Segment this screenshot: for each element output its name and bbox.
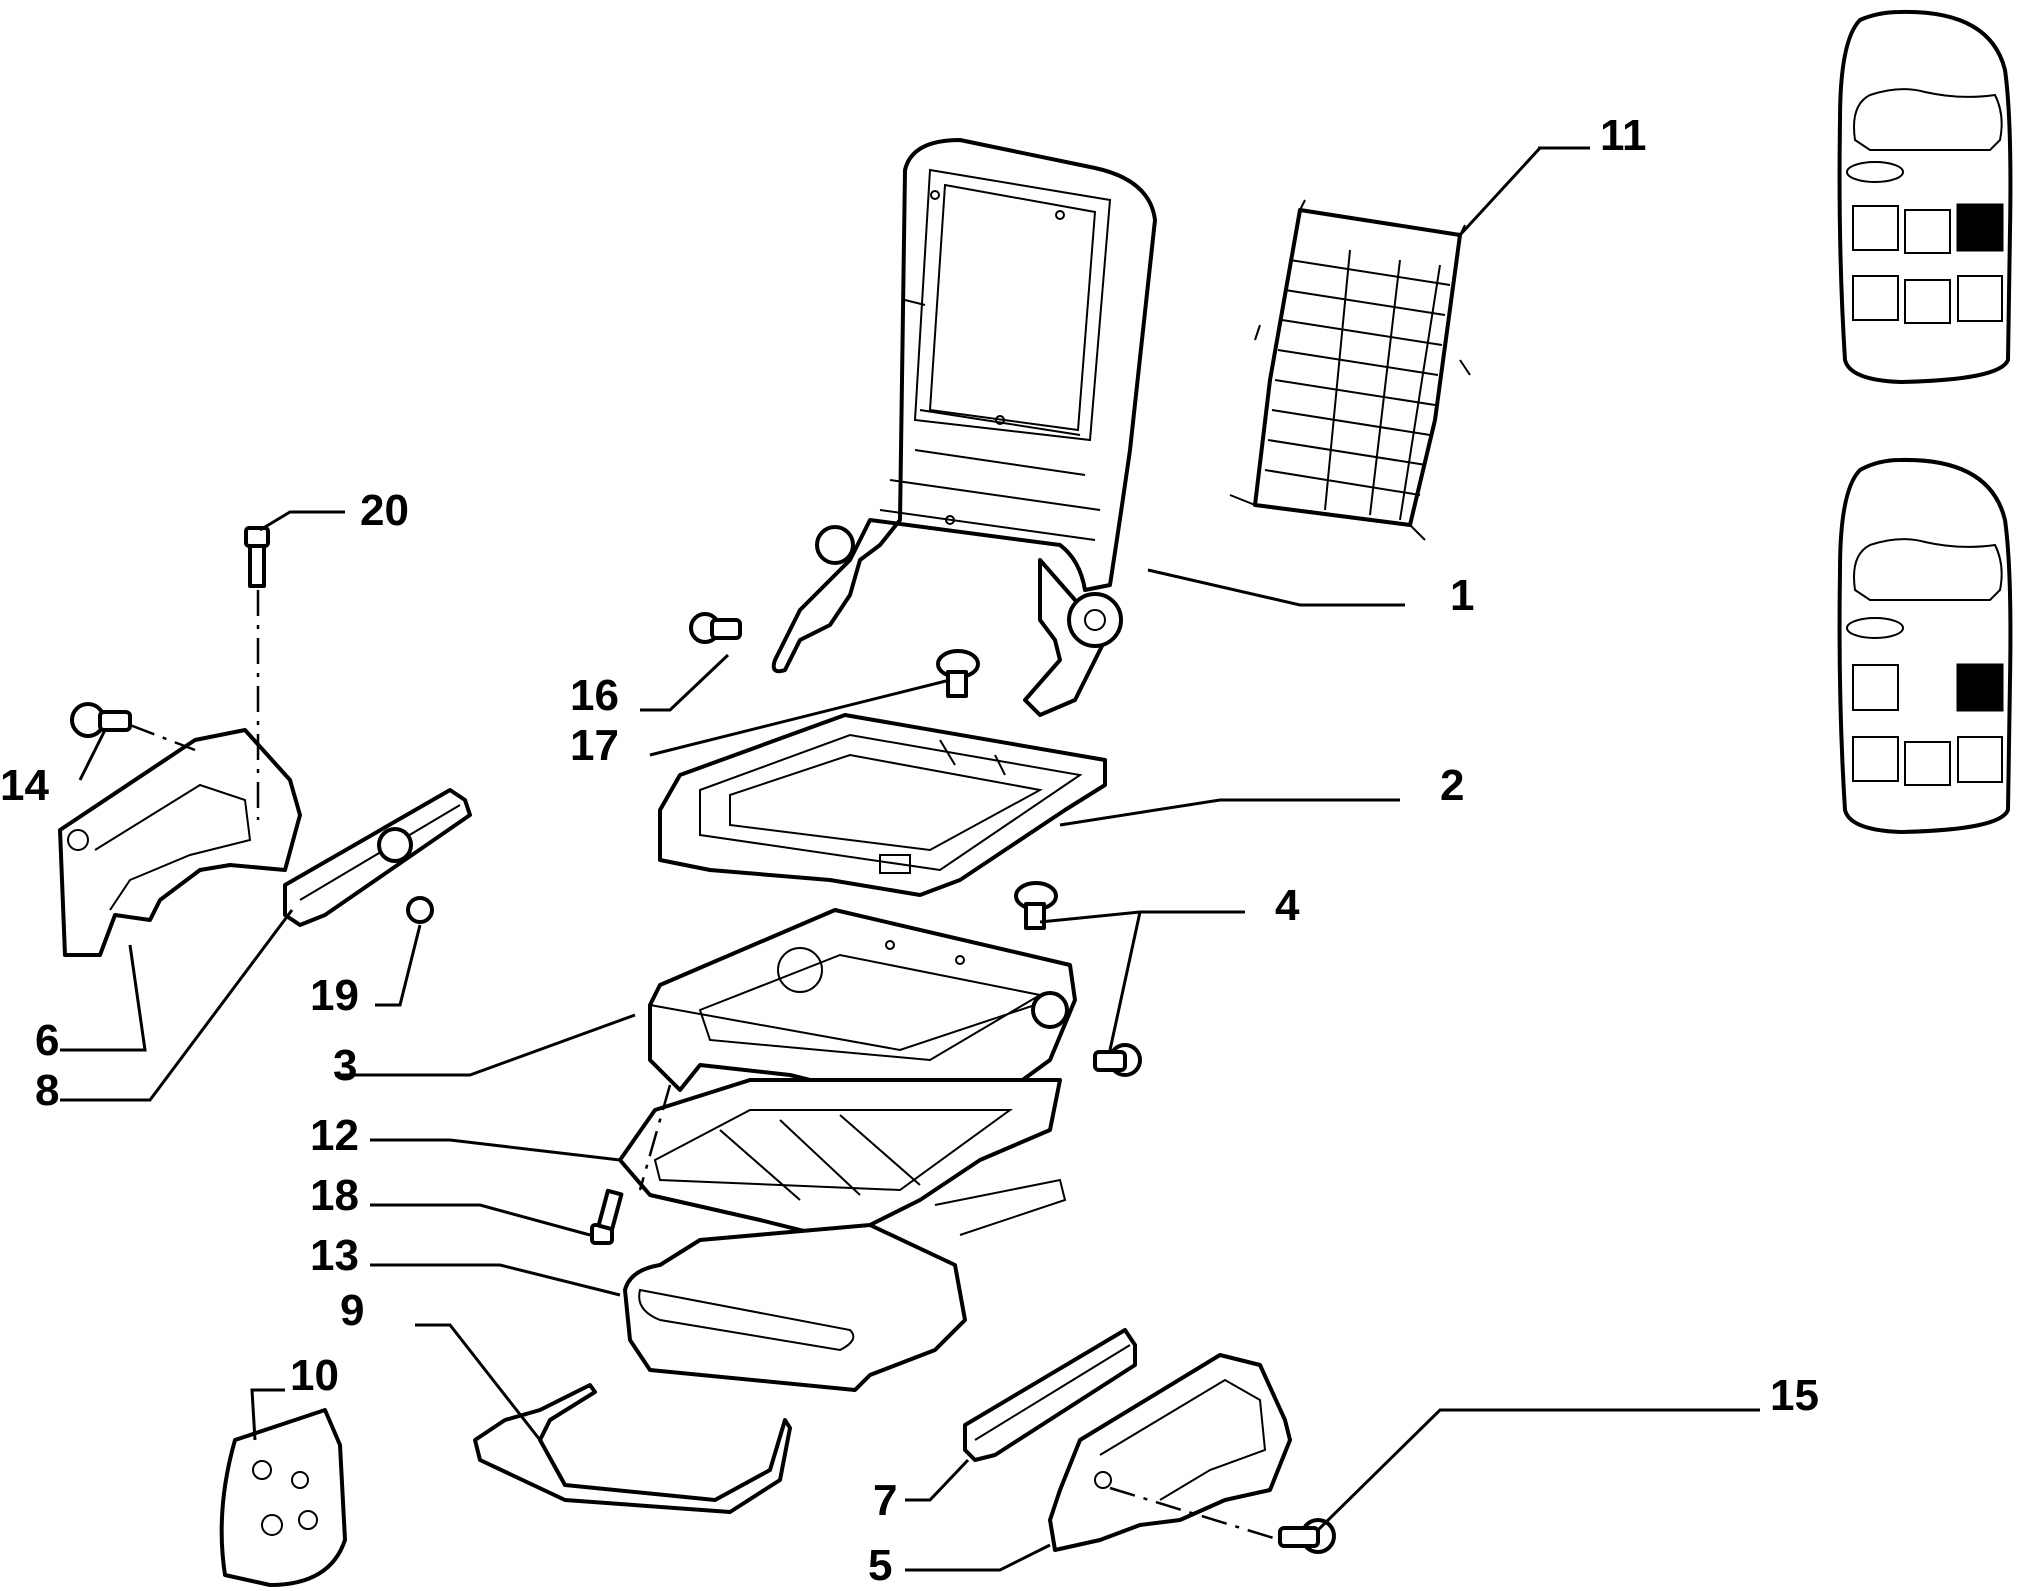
- right-seat-rail: [963, 1328, 1137, 1462]
- label-15: 15: [1770, 1371, 1819, 1420]
- label-10: 10: [290, 1351, 339, 1400]
- seat-locator-bottom: [1837, 457, 2013, 834]
- leader-lines: [60, 146, 1760, 1572]
- label-2: 2: [1440, 761, 1464, 810]
- spring-mat: [1229, 199, 1471, 541]
- label-7: 7: [873, 1476, 897, 1525]
- label-19: 19: [310, 971, 359, 1020]
- fasteners: [70, 526, 1336, 1554]
- label-9: 9: [340, 1286, 364, 1335]
- label-3: 3: [333, 1041, 357, 1090]
- label-16: 16: [570, 671, 619, 720]
- seat-cushion-pan: [658, 713, 1107, 897]
- bottom-tray: [618, 1078, 1062, 1242]
- label-12: 12: [310, 1111, 359, 1160]
- highlighted-seat-top: [1956, 203, 2004, 252]
- label-17: 17: [570, 721, 619, 770]
- label-18: 18: [310, 1171, 359, 1220]
- label-1: 1: [1450, 571, 1474, 620]
- left-seat-rail: [283, 788, 472, 927]
- seat-back-frame: [771, 138, 1157, 717]
- left-side-cover: [58, 728, 302, 957]
- clips-bag: [219, 1408, 347, 1587]
- part-labels: 1 2 3 4 5 6 7 8 9 10 11 12 13 14 15 16 1…: [0, 111, 1819, 1590]
- label-5: 5: [868, 1541, 892, 1590]
- seat-locator-top: [1837, 9, 2013, 384]
- label-20: 20: [360, 486, 409, 535]
- highlighted-seat-bottom: [1956, 663, 2004, 712]
- label-4: 4: [1275, 881, 1300, 930]
- seat-rod: [473, 1383, 792, 1514]
- right-side-cover: [1048, 1353, 1292, 1552]
- label-11: 11: [1600, 111, 1647, 160]
- label-8: 8: [35, 1066, 59, 1115]
- alignment-lines: [129, 590, 1281, 1542]
- lower-seat-shell: [623, 1178, 1067, 1392]
- label-14: 14: [0, 761, 49, 810]
- label-13: 13: [310, 1231, 359, 1280]
- label-6: 6: [35, 1016, 59, 1065]
